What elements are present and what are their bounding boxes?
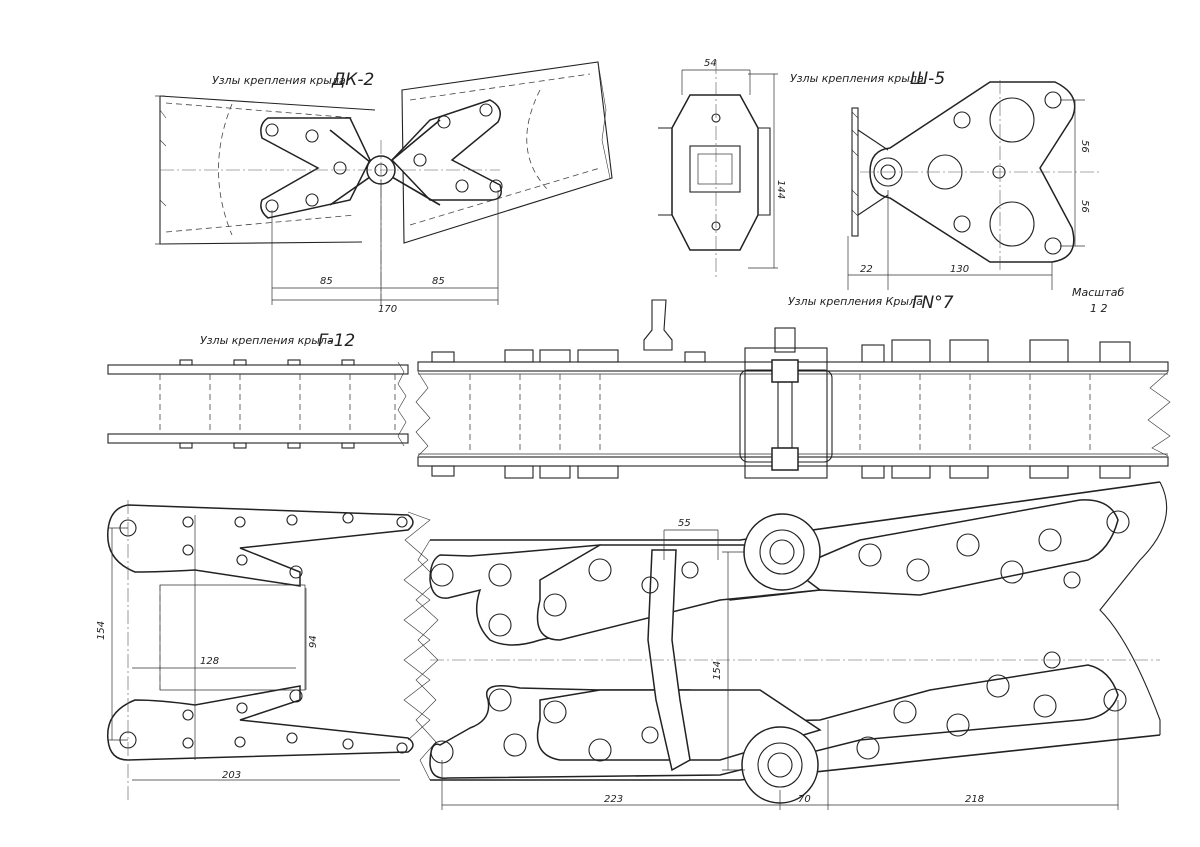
title-dk2-code: ДК-2 (331, 70, 374, 90)
dim-sh5-length: 130 (950, 264, 969, 275)
dim-gn7-strut: 55 (678, 518, 691, 529)
gn7-hinge-bolt (777, 381, 793, 449)
scale-value: 1 2 (1090, 302, 1108, 315)
sh5-assembly: 56 56 22 130 (847, 80, 1100, 290)
dim-gn7-right: 218 (965, 794, 984, 805)
dim-sh5-offset: 22 (860, 264, 873, 275)
title-gn7-prefix: Узлы крепления Крыла (788, 295, 923, 308)
dim-g12-height: 154 (96, 621, 107, 640)
dim-dk2-right: 85 (432, 276, 445, 287)
dim-g12-length: 203 (222, 770, 241, 781)
title-gn7: Узлы крепления Крыла ГN°7 (788, 293, 954, 313)
title-dk2: Узлы крепления крыла ДК-2 (212, 70, 374, 90)
title-sh5-code: Ш-5 (910, 69, 945, 89)
dim-gn7-mid: 70 (798, 794, 811, 805)
gn7-side-view (415, 299, 1171, 479)
g12-side-view (107, 359, 409, 449)
gn7-plan-view: 55 154 223 70 218 (415, 481, 1168, 810)
title-g12: Узлы крепления крыла Г-12 (200, 331, 355, 351)
title-g12-prefix: Узлы крепления крыла (200, 334, 334, 347)
gn7-upper-hinge (743, 513, 821, 591)
dim-gn7-left: 223 (604, 794, 623, 805)
gn7-plan-outline (430, 481, 1161, 781)
dim-dk2-total: 170 (378, 304, 397, 315)
dim-g12-inner-width: 128 (200, 656, 219, 667)
dim-gn7-height: 154 (712, 661, 723, 680)
g12-lower-flange (107, 433, 409, 444)
scale-label: Масштаб (1072, 286, 1124, 299)
cross-section-view: 54 144 (658, 58, 786, 280)
dim-cross-width: 54 (704, 58, 717, 69)
dk2-left-plate (260, 117, 371, 219)
scale-note: Масштаб 1 2 (1072, 286, 1124, 315)
dim-sh5-lower: 56 (1079, 200, 1090, 213)
dim-g12-inner-height: 94 (308, 635, 319, 648)
title-dk2-prefix: Узлы крепления крыла (212, 74, 346, 87)
dk2-right-stub (401, 61, 613, 244)
dk2-right-plate (390, 99, 502, 201)
dim-cross-height: 144 (775, 180, 786, 199)
dim-sh5-upper: 56 (1079, 140, 1090, 153)
g12-plan-view: 154 94 128 203 (96, 500, 431, 800)
title-g12-code: Г-12 (318, 331, 355, 351)
gn7-hinge-frame (744, 347, 828, 479)
g12-lower-lug (107, 685, 414, 761)
g12-upper-lug (107, 504, 414, 587)
section-body (671, 94, 759, 251)
sh5-wall (851, 107, 859, 237)
gn7-top-nut (643, 299, 673, 351)
title-sh5: Узлы крепления крыла Ш-5 (790, 69, 945, 89)
g12-upper-flange (107, 364, 409, 375)
dk2-assembly: 85 85 170 (155, 61, 613, 315)
dim-dk2-left: 85 (320, 276, 333, 287)
title-gn7-code: ГN°7 (912, 293, 954, 313)
title-sh5-prefix: Узлы крепления крыла (790, 72, 924, 85)
